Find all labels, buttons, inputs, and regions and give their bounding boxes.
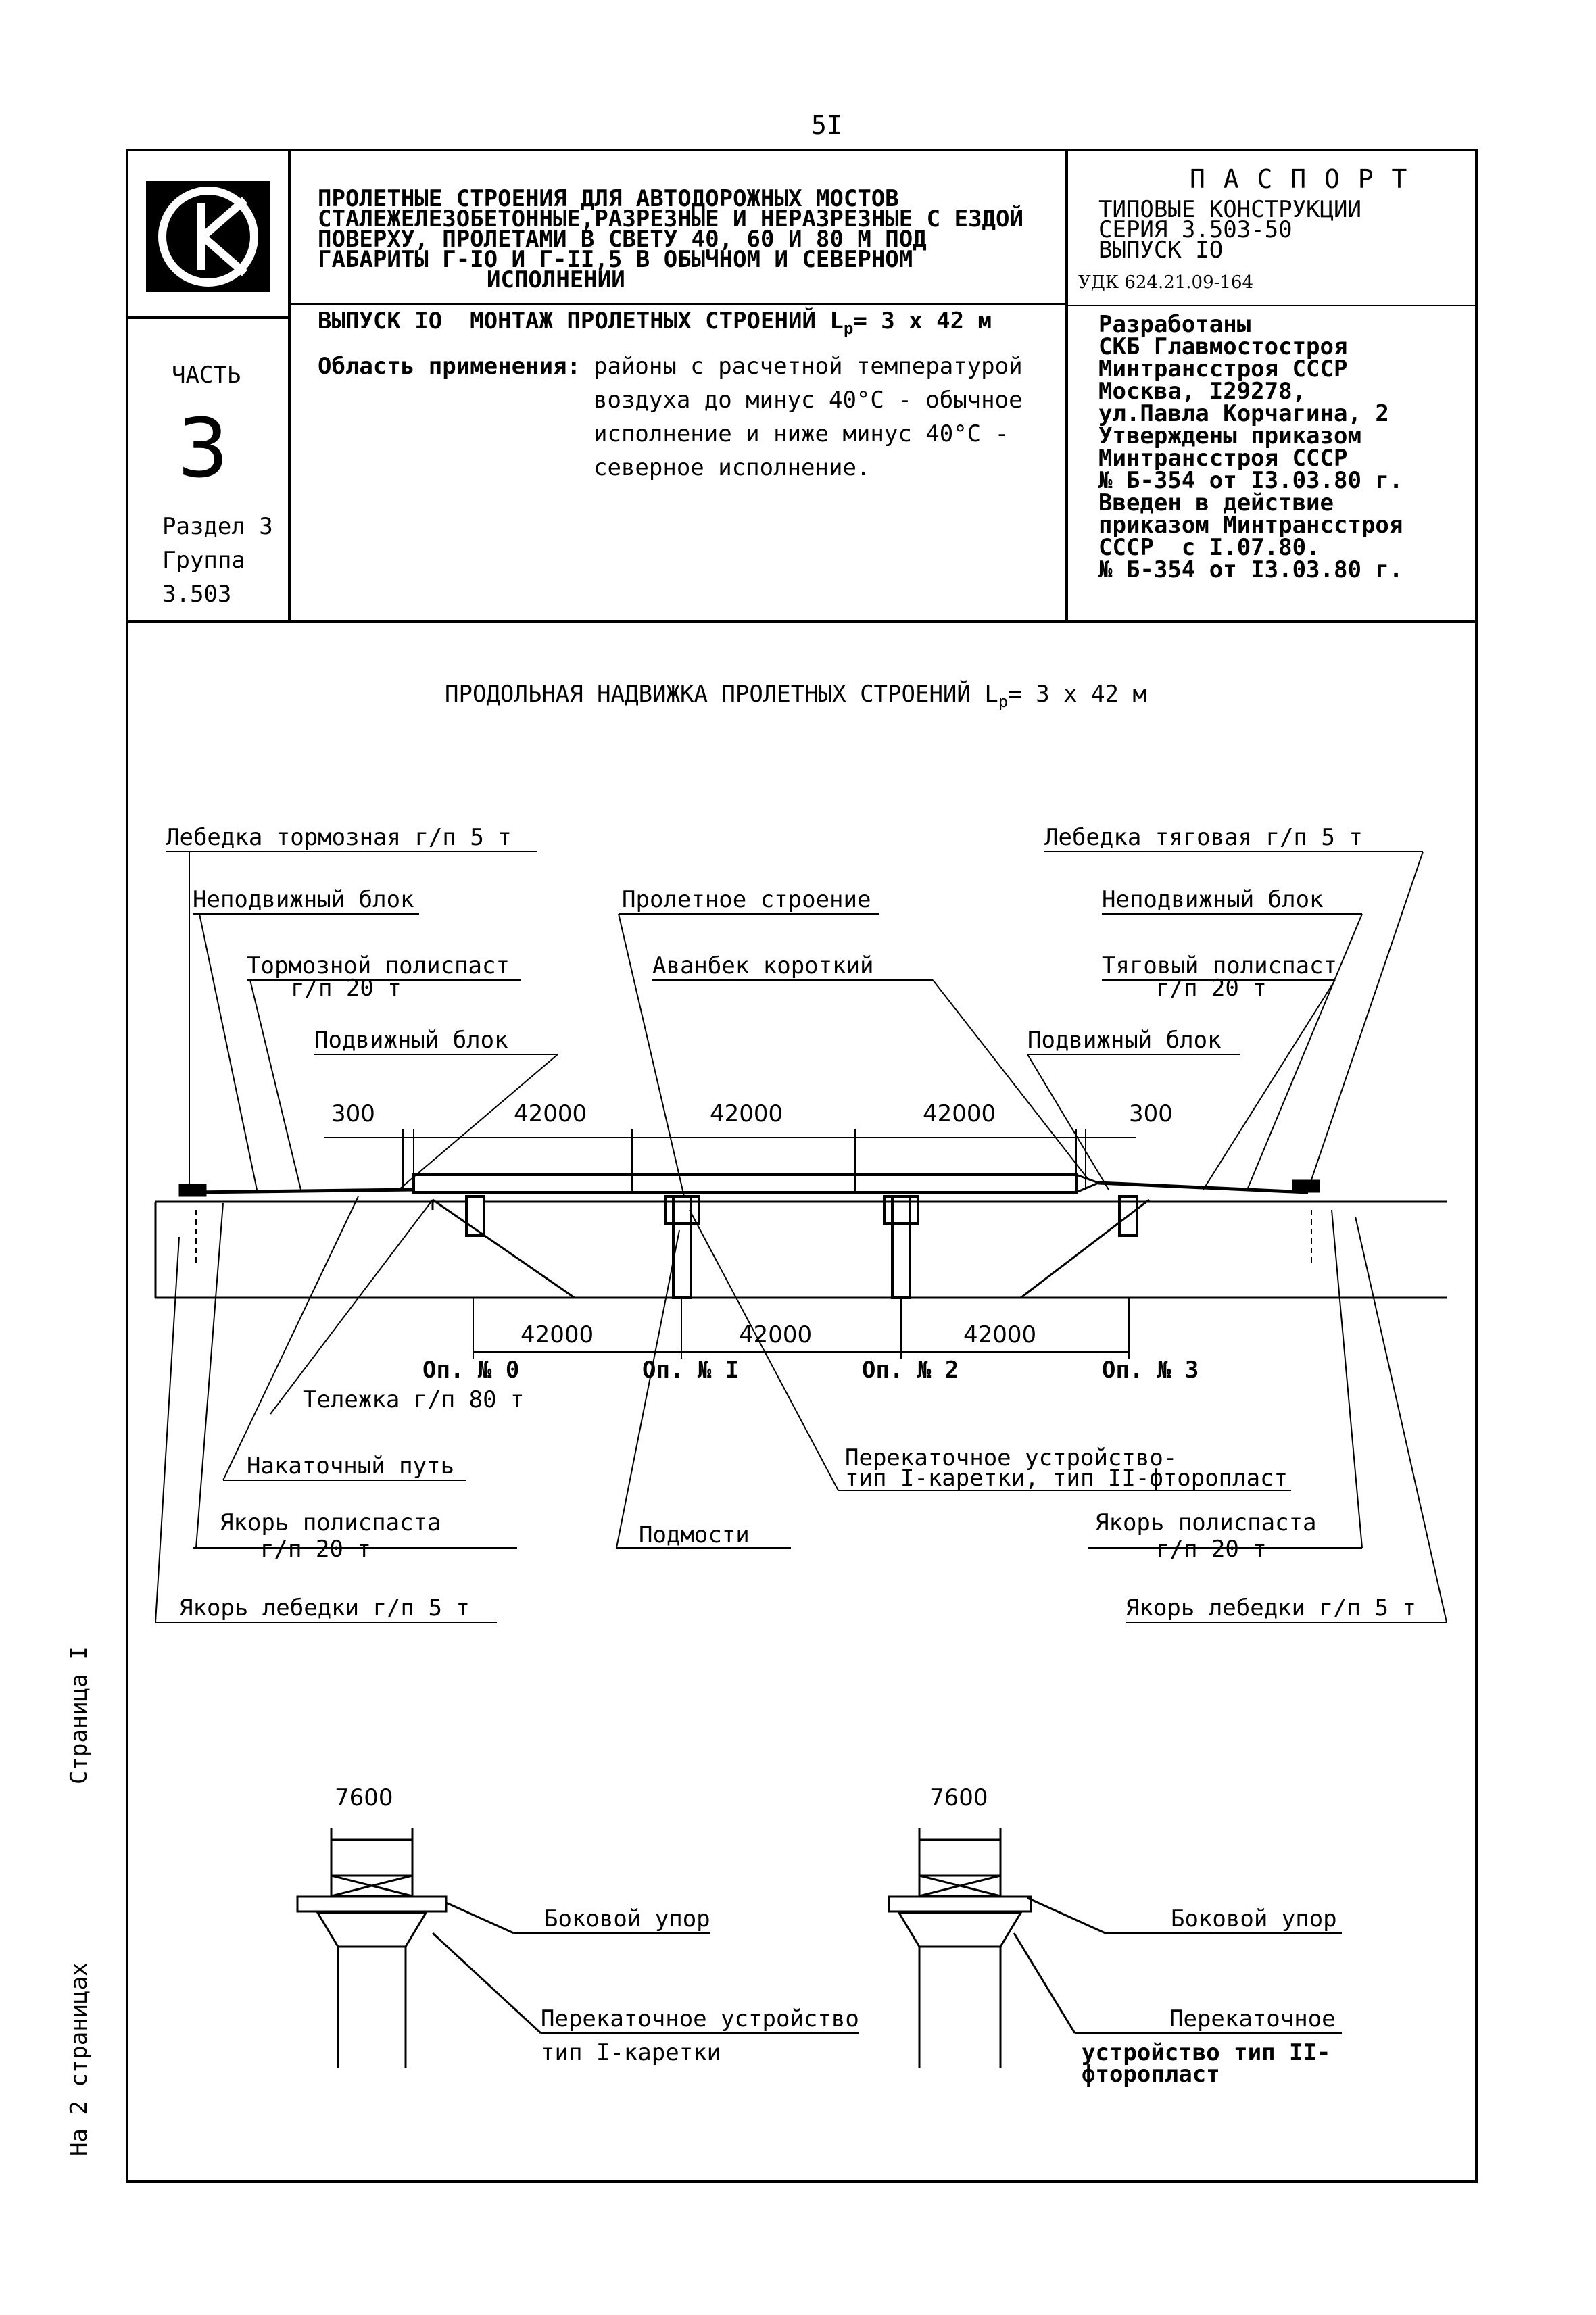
label-short-nose: Аванбек короткий [652,952,874,979]
developer-line: ул.Павла Корчагина, 2 [1098,400,1389,427]
page-label: Страница I [66,1646,93,1784]
cross-section-left [296,1828,859,2068]
issue-line: ВЫПУСК IO МОНТАЖ ПРОЛЕТНЫХ СТРОЕНИЙ Lр= … [318,308,992,338]
label-side-stop-right: Боковой упор [1171,1905,1337,1932]
page-number: 5I [811,110,842,140]
drawing-title: ПРОДОЛЬНАЯ НАДВИЖКА ПРОЛЕТНЫХ СТРОЕНИЙ L… [445,681,1146,711]
label-winch-anchor-left: Якорь лебедки г/п 5 т [179,1594,470,1622]
dim-42000: 42000 [923,1100,996,1127]
leader-lines [155,851,1447,1623]
dim-42000: 42000 [521,1321,594,1348]
label-fixed-block-left: Неподвижный блок [193,886,414,913]
label-pulley-anchor-right-cap: г/п 20 т [1156,1536,1267,1563]
dim-300-left: 300 [331,1100,375,1127]
label-brake-winch: Лебедка тормозная г/п 5 т [166,824,512,851]
label-pulley-anchor-left: Якорь полиспаста [220,1509,441,1536]
label-rolling-left: Перекаточное устройство [541,2005,859,2032]
scope-line: районы с расчетной температурой [594,353,1023,380]
sk-logo [146,181,270,292]
dim-300-right: 300 [1129,1100,1173,1127]
label-movable-block-right: Подвижный блок [1027,1027,1222,1054]
developer-line: Утверждены приказом [1098,422,1361,449]
passport-line: СЕРИЯ 3.503-50 [1098,216,1292,243]
developer-line: Москва, I29278, [1098,378,1307,405]
support-3: Оп. № 3 [1102,1357,1199,1384]
support-0: Оп. № 0 [422,1357,520,1384]
section-label: Раздел 3 [162,513,273,540]
label-span-structure: Пролетное строение [622,886,871,913]
dim-42000: 42000 [963,1321,1037,1348]
support-2: Оп. № 2 [862,1357,959,1384]
label-pulley-anchor-left-cap: г/п 20 т [260,1536,371,1563]
developer-line: СКБ Главмостостроя [1098,333,1348,360]
passport-line: ВЫПУСК IO [1098,237,1224,264]
title-line: ГАБАРИТЫ Г-IO И Г-II,5 В ОБЫЧНОМ И СЕВЕР… [318,246,913,273]
group-label: Группа [162,547,245,574]
label-trolley: Тележка г/п 80 т [303,1386,525,1413]
label-rolling-right-material: фторопласт [1082,2061,1220,2088]
dim-42000: 42000 [514,1100,587,1127]
cross-section-right [888,1828,1342,2068]
label-rolling-device-types: тип I-каретки, тип II-фторопласт [845,1465,1288,1492]
scope-label: Область применения: [318,353,581,380]
bridge-elevation [154,1129,1447,1359]
scope-line: северное исполнение. [594,454,871,481]
part-label: ЧАСТЬ [172,362,241,389]
label-scaffold: Подмости [639,1521,750,1549]
section-width-left: 7600 [335,1784,393,1811]
passport-line: ТИПОВЫЕ КОНСТРУКЦИИ [1098,196,1361,223]
group-number: 3.503 [162,581,232,608]
pages-total: На 2 страницах [66,1962,93,2156]
support-1: Оп. № I [642,1357,740,1384]
scope-line: исполнение и ниже минус 40°С - [594,420,1009,447]
label-side-stop-left: Боковой упор [544,1905,710,1932]
title-line: СТАЛЕЖЕЛЕЗОБЕТОННЫЕ,РАЗРЕЗНЫЕ И НЕРАЗРЕЗ… [318,205,1023,233]
title-line: ПРОЛЕТНЫЕ СТРОЕНИЯ ДЛЯ АВТОДОРОЖНЫХ МОСТ… [318,185,899,212]
label-pull-pulley: Тяговый полиспаст [1102,952,1337,979]
udk-code: УДК 624.21.09-164 [1078,272,1254,293]
label-rolling-right-type: устройство тип II- [1082,2039,1331,2066]
label-rolling-left-type: тип I-каретки [541,2039,721,2066]
dim-42000: 42000 [739,1321,813,1348]
developer-line: № Б-354 от I3.03.80 г. [1098,556,1403,583]
label-brake-pulley: Тормозной полиспаст [247,952,510,979]
label-winch-anchor-right: Якорь лебедки г/п 5 т [1126,1594,1416,1622]
section-width-right: 7600 [929,1784,988,1811]
label-pull-pulley-cap: г/п 20 т [1156,975,1267,1002]
label-rolling-right: Перекаточное [1169,2005,1336,2032]
dim-42000: 42000 [710,1100,783,1127]
title-line: ПОВЕРХУ, ПРОЛЕТАМИ В СВЕТУ 40, 60 И 80 М… [318,226,927,253]
developer-line: Минтрансстроя СССР [1098,356,1348,383]
label-pulley-anchor-right: Якорь полиспаста [1095,1509,1317,1536]
part-number: 3 [177,402,229,496]
passport-title: П А С П О Р Т [1190,164,1409,194]
developer-line: Минтрансстроя СССР [1098,445,1348,472]
developer-line: приказом Минтрансстроя [1098,512,1403,539]
label-rolling-track: Накаточный путь [247,1453,455,1480]
developer-line: Введен в действие [1098,489,1334,516]
label-movable-block-left: Подвижный блок [314,1027,508,1054]
label-fixed-block-right: Неподвижный блок [1102,886,1324,913]
scope-line: воздуха до минус 40°С - обычное [594,387,1023,414]
developer-line: Разработаны [1098,311,1251,338]
label-pull-winch: Лебедка тяговая г/п 5 т [1044,824,1363,851]
developer-line: СССР с I.07.80. [1098,534,1320,561]
developer-line: № Б-354 от I3.03.80 г. [1098,467,1403,494]
label-brake-pulley-cap: г/п 20 т [291,975,402,1002]
label-rolling-device: Перекаточное устройство- [845,1444,1178,1471]
title-line: ИСПОЛНЕНИИ [487,266,625,293]
